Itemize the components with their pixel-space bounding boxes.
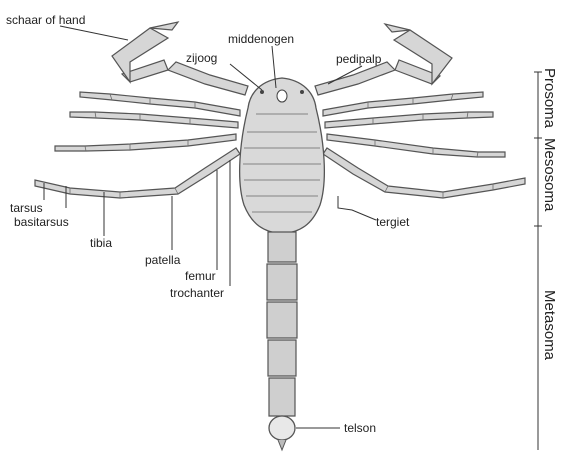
label-basitarsus: basitarsus (14, 215, 69, 229)
label-tergiet: tergiet (376, 215, 410, 229)
label-zijoog: zijoog (186, 51, 217, 65)
region-label-mesosoma: Mesosoma (541, 138, 558, 212)
label-trochanter: trochanter (170, 286, 224, 300)
label-middenogen: middenogen (228, 32, 294, 46)
scorpion-tail (267, 232, 297, 450)
region-label-prosoma: Prosoma (541, 68, 558, 129)
label-schaar-of-hand: schaar of hand (6, 13, 85, 27)
scorpion-body (240, 78, 325, 234)
label-femur: femur (185, 269, 216, 283)
region-label-metasoma: Metasoma (541, 290, 558, 361)
telson-shape (269, 416, 295, 440)
label-tibia: tibia (90, 236, 112, 250)
region-bracket (534, 72, 542, 450)
right-legs (323, 92, 525, 198)
label-tarsus: tarsus (10, 201, 43, 215)
label-pedipalp: pedipalp (336, 52, 382, 66)
left-legs (35, 92, 240, 198)
label-patella: patella (145, 253, 181, 267)
label-telson: telson (344, 421, 376, 435)
